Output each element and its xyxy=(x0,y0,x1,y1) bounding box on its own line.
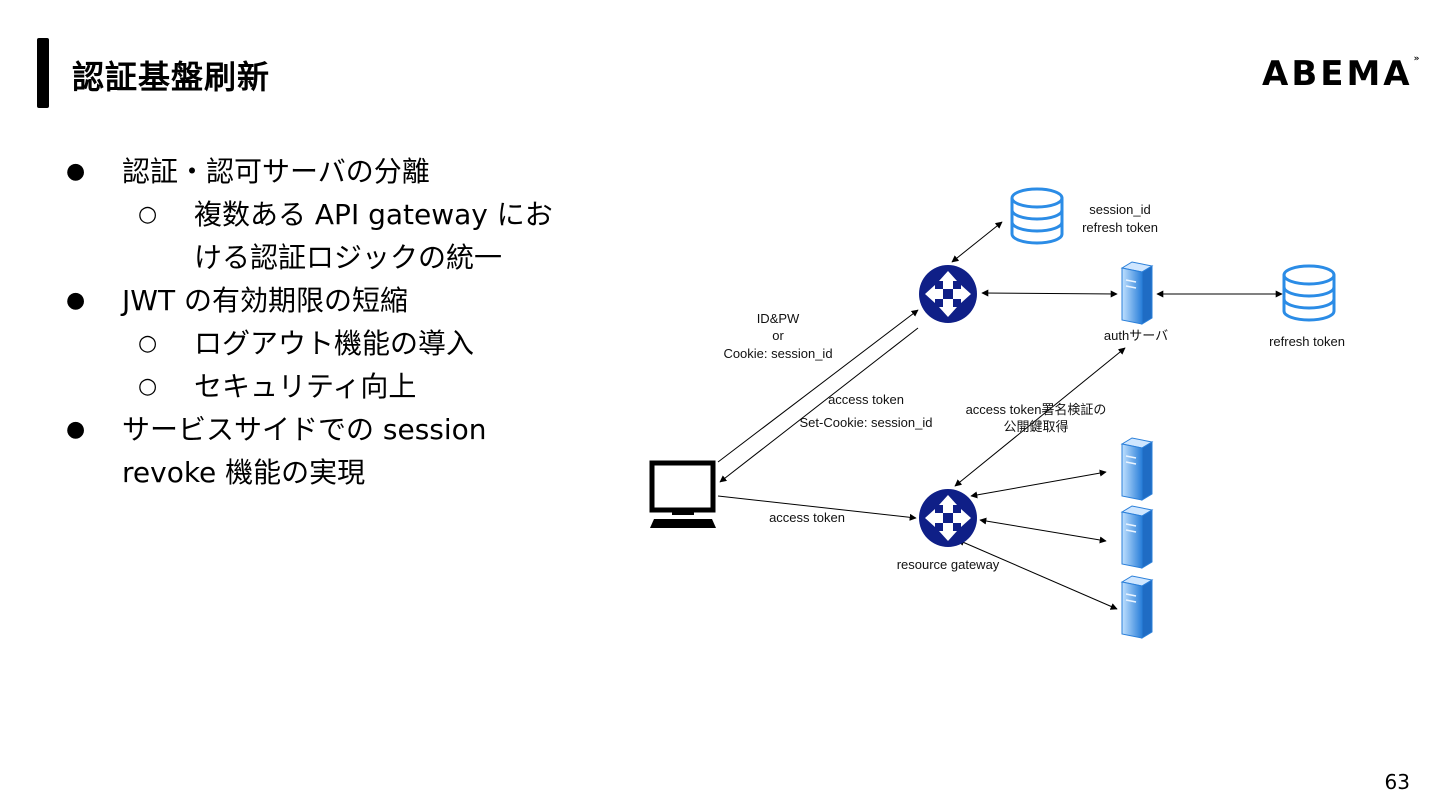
bullet-text: JWT の有効期限の短縮 xyxy=(122,284,408,317)
connector-auth-gw-to-client xyxy=(719,327,919,483)
response-label-1: access token xyxy=(828,392,904,407)
sub-bullet-item: ○ 複数ある API gateway にお ける認証ロジックの統一 xyxy=(60,193,620,279)
connector-client-to-resource-gw xyxy=(717,495,917,521)
backend-server-1-icon xyxy=(1121,437,1153,501)
connector-resource-gw-service-3 xyxy=(957,539,1118,610)
resource-gateway-label: resource gateway xyxy=(897,557,1000,572)
auth-gateway-router-icon xyxy=(919,265,977,323)
bullet-text: ログアウト機能の導入 xyxy=(194,327,475,360)
bullet-text: 認証・認可サーバの分離 xyxy=(122,155,430,188)
bullet-dot-icon: ● xyxy=(66,159,86,184)
refresh-db-label: refresh token xyxy=(1269,334,1345,349)
session-db-label-2: refresh token xyxy=(1082,220,1158,235)
refresh-token-db-icon xyxy=(1282,264,1336,322)
title-accent-bar xyxy=(37,38,49,108)
auth-server-icon xyxy=(1121,261,1153,325)
session-db-label-1: session_id xyxy=(1089,202,1150,217)
session-db-icon xyxy=(1010,187,1064,245)
logo-mark: » xyxy=(1413,54,1420,64)
client-request-label: access token xyxy=(769,510,845,525)
connector-client-to-auth-gw xyxy=(717,309,919,463)
connector-resource-gw-service-1 xyxy=(970,469,1107,499)
resource-gateway-router-icon xyxy=(919,489,977,547)
sub-bullet-item: ○ セキュリティ向上 xyxy=(60,365,620,408)
backend-server-2-icon xyxy=(1121,505,1153,569)
bullet-item: ● サービスサイドでの session revoke 機能の実現 xyxy=(60,408,620,494)
connector-router-session-db xyxy=(951,221,1003,263)
pubkey-label-1: access token署名検証の xyxy=(966,402,1107,417)
bullet-circle-icon: ○ xyxy=(138,374,158,399)
sub-bullet-item: ○ ログアウト機能の導入 xyxy=(60,322,620,365)
bullet-text: 複数ある API gateway にお ける認証ロジックの統一 xyxy=(194,198,553,274)
login-label-1: ID&PW xyxy=(757,311,800,326)
login-label-3: Cookie: session_id xyxy=(723,346,832,361)
pubkey-label-2: 公開鍵取得 xyxy=(1003,419,1068,434)
bullet-dot-icon: ● xyxy=(66,288,86,313)
bullet-text: サービスサイドでの session revoke 機能の実現 xyxy=(122,413,487,489)
bullet-circle-icon: ○ xyxy=(138,202,158,227)
abema-logo: ABEMA» xyxy=(1262,54,1419,94)
auth-server-label: authサーバ xyxy=(1104,328,1168,343)
bullet-circle-icon: ○ xyxy=(138,331,158,356)
response-label-2: Set-Cookie: session_id xyxy=(800,415,933,430)
connector-resource-gw-service-2 xyxy=(979,517,1107,544)
bullet-item: ● JWT の有効期限の短縮 xyxy=(60,279,620,322)
backend-server-3-icon xyxy=(1121,575,1153,639)
slide-title: 認証基盤刷新 xyxy=(72,58,271,96)
connector-router-auth xyxy=(981,289,1118,298)
client-computer-icon xyxy=(649,460,716,528)
bullet-list: ● 認証・認可サーバの分離 ○ 複数ある API gateway にお ける認証ロジ… xyxy=(60,150,620,494)
connector-resource-gw-auth xyxy=(954,347,1126,487)
logo-text: ABEMA xyxy=(1262,54,1413,94)
login-label-2: or xyxy=(772,328,784,343)
bullet-dot-icon: ● xyxy=(66,417,86,442)
bullet-item: ● 認証・認可サーバの分離 xyxy=(60,150,620,193)
bullet-text: セキュリティ向上 xyxy=(194,370,417,403)
page-number: 63 xyxy=(1384,770,1410,794)
